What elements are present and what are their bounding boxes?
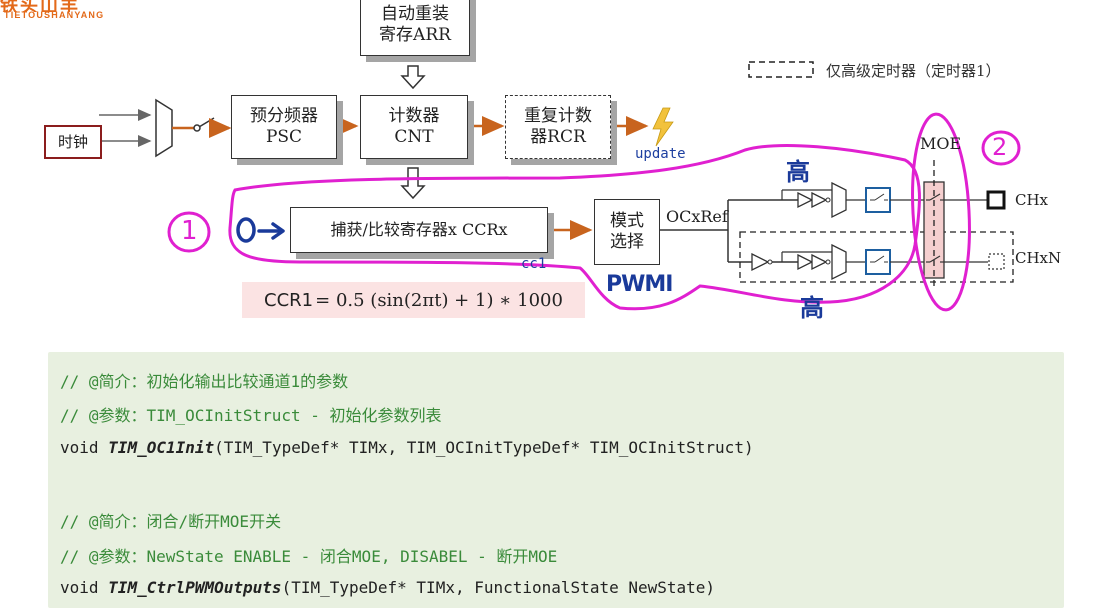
mode-line1: 模式 — [610, 210, 644, 231]
chx-pin — [986, 190, 1006, 210]
lower-mux — [831, 243, 847, 281]
code-func-ctrlpwm: TIM_CtrlPWMOutputs — [108, 578, 282, 597]
moe-label: MOE — [920, 134, 962, 153]
code-args-2: (TIM_TypeDef* TIMx, FunctionalState NewS… — [281, 578, 716, 597]
code-comment-moe-params: // @参数：NewState ENABLE - 闭合MOE, DISABEL … — [60, 547, 558, 566]
code-comment-oc1-params: // @参数：TIM_OCInitStruct - 初始化参数列表 — [60, 406, 442, 425]
code-args-1: (TIM_TypeDef* TIMx, TIM_OCInitTypeDef* T… — [214, 438, 754, 457]
cc1-label: cc1 — [521, 256, 547, 272]
psc-box: 预分频器 PSC — [231, 95, 337, 159]
arr-line2: 寄存ARR — [379, 25, 451, 45]
code-panel: // @简介：初始化输出比较通道1的参数 // @参数：TIM_OCInitSt… — [48, 352, 1064, 608]
formula-lhs: CCR1 — [264, 289, 314, 311]
code-ctrlpwm-signature: void TIM_CtrlPWMOutputs(TIM_TypeDef* TIM… — [60, 578, 715, 597]
cnt-box: 计数器 CNT — [360, 95, 468, 159]
switch-node-a — [193, 124, 201, 132]
code-void-2: void — [60, 578, 109, 597]
complementary-output-region — [739, 231, 1014, 283]
chxn-pin — [988, 253, 1005, 270]
ccr1-formula: CCR1 = 0.5 (sin(2πt) + 1) ∗ 1000 — [242, 282, 585, 318]
upper-inverter — [811, 191, 828, 209]
psc-line1: 预分频器 — [250, 105, 318, 126]
switch-node-b — [213, 124, 221, 132]
annotation-circle-1-text: 1 — [181, 216, 198, 246]
arr-line1: 自动重装 — [381, 3, 449, 24]
chx-label: CHx — [1015, 191, 1049, 209]
annotation-lasso — [228, 143, 921, 311]
clock-box: 时钟 — [44, 125, 102, 159]
annotation-circle-2 — [981, 130, 1021, 166]
annotation-pwm-label: PWMI — [606, 272, 673, 297]
code-oc1init-signature: void TIM_OC1Init(TIM_TypeDef* TIMx, TIM_… — [60, 438, 754, 457]
code-void-1: void — [60, 438, 109, 457]
annotation-high-bottom: 高 — [800, 294, 824, 322]
mode-line2: 选择 — [610, 232, 644, 252]
upper-buffer — [797, 191, 814, 209]
mode-select-box: 模式 选择 — [594, 199, 660, 265]
brand-logo-subtitle: TIETOUSHANYANG — [4, 10, 105, 20]
psc-line2: PSC — [265, 127, 303, 147]
annotation-high-top: 高 — [786, 158, 810, 186]
lower-buffer — [797, 253, 814, 271]
code-comment-moe-brief: // @简介：闭合/断开MOE开关 — [60, 512, 282, 531]
arrow-arr-cnt — [400, 65, 426, 90]
lower-inverter-b — [811, 253, 828, 271]
brand-logo: 铁头山羊 — [0, 0, 80, 12]
rcr-box: 重复计数 器RCR — [505, 95, 611, 159]
legend-dashed-box — [748, 61, 814, 78]
annotation-moe-ellipse — [911, 112, 971, 312]
upper-mux — [831, 181, 847, 219]
ocxref-label: OCxRef — [666, 207, 728, 226]
lower-inverter-a — [751, 252, 770, 272]
code-comment-oc1-brief: // @简介：初始化输出比较通道1的参数 — [60, 372, 349, 391]
input-mux — [155, 98, 173, 158]
rcr-line2: 器RCR — [530, 127, 586, 147]
clock-label: 时钟 — [57, 132, 88, 151]
annotation-circle-2-text: 2 — [992, 133, 1008, 161]
legend-label: 仅高级定时器（定时器1） — [826, 62, 1001, 80]
code-func-oc1init: TIM_OC1Init — [108, 438, 215, 457]
rcr-line1: 重复计数 — [524, 105, 592, 126]
arrow-cnt-ccr — [400, 167, 426, 200]
chxn-label: CHxN — [1015, 249, 1062, 267]
annotation-zero — [236, 217, 256, 243]
cnt-line2: CNT — [394, 127, 434, 147]
arr-register-box: 自动重装 寄存ARR — [360, 0, 470, 56]
update-lightning-icon — [652, 107, 674, 147]
formula-rhs: = 0.5 (sin(2πt) + 1) ∗ 1000 — [315, 289, 563, 311]
ccr-label: 捕获/比较寄存器x CCRx — [330, 220, 508, 239]
cnt-line1: 计数器 — [388, 105, 440, 126]
ccr-box: 捕获/比较寄存器x CCRx — [290, 207, 548, 253]
switch-blade — [198, 117, 215, 128]
annotation-circle-1 — [167, 211, 211, 253]
update-label: update — [635, 146, 686, 162]
